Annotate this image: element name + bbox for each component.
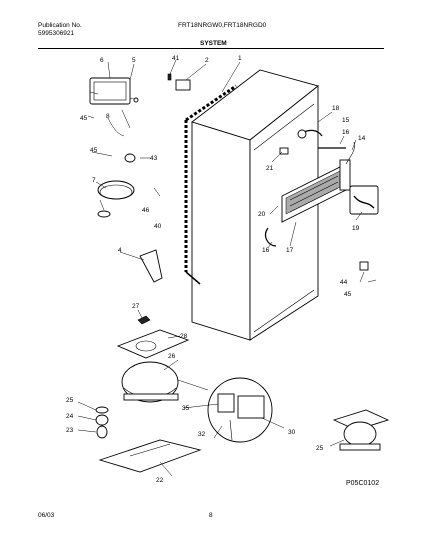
leader-lines [77, 59, 365, 477]
page-number: 8 [209, 512, 213, 519]
control-housing [89, 77, 139, 137]
callout-46: 46 [142, 207, 150, 214]
compressor-base [98, 439, 202, 473]
callout-41: 41 [172, 55, 180, 62]
callout-35: 35 [182, 405, 190, 412]
wire-coil [97, 180, 135, 218]
header-rule [38, 48, 384, 49]
callout-23: 23 [66, 427, 74, 434]
model-numbers: FRT18NRGW0,FRT18NRGD0 [178, 22, 267, 29]
callout-24: 24 [66, 413, 74, 420]
callout-16-top: 16 [342, 129, 350, 136]
evaporator-coil [281, 141, 355, 223]
callout-4: 4 [118, 247, 122, 254]
section-title: SYSTEM [200, 40, 227, 47]
cabinet-condenser-tubing [184, 84, 237, 285]
figure-code: P05C0102 [346, 480, 380, 487]
mounting-hardware [95, 406, 109, 439]
callout-7: 7 [92, 177, 96, 184]
callout-32: 32 [198, 431, 206, 438]
callout-6: 6 [100, 57, 104, 64]
callout-43: 43 [150, 155, 158, 162]
evaporator-tubes [264, 129, 346, 247]
callout-25-right: 25 [316, 445, 324, 452]
callout-29: 26 [168, 353, 176, 360]
callout-21: 21 [266, 165, 274, 172]
callout-45-right: 45 [344, 291, 352, 298]
drain-pan [116, 329, 190, 359]
screw [167, 73, 172, 81]
callout-14: 14 [358, 135, 366, 142]
footer-date: 06/03 [38, 512, 55, 519]
callout-45-top: 45 [80, 115, 88, 122]
grommet [137, 315, 151, 325]
callout-20: 20 [258, 211, 266, 218]
callout-2: 2 [205, 57, 209, 64]
callout-28: 28 [180, 333, 188, 340]
callout-44: 44 [340, 279, 348, 286]
callout-5: 5 [132, 57, 136, 64]
callout-8: 8 [106, 113, 110, 120]
callout-30: 30 [288, 429, 296, 436]
callout-27: 27 [132, 303, 140, 310]
sensor [124, 153, 136, 163]
publication-number: 5995306921 [38, 30, 75, 37]
clip [175, 79, 191, 91]
relay-detail [177, 377, 273, 443]
heater [349, 185, 379, 215]
bracket [139, 249, 163, 283]
callout-25: 25 [66, 397, 74, 404]
compressor-assembly-alt [332, 409, 390, 451]
callout-18: 18 [332, 105, 340, 112]
drain-parts [359, 261, 377, 283]
callout-22: 22 [156, 477, 164, 484]
publication-label: Publication No. [38, 22, 82, 29]
callout-19: 19 [352, 225, 360, 232]
callout-16: 16 [262, 247, 270, 254]
callout-1: 1 [238, 55, 242, 62]
callout-45-mid: 45 [90, 147, 98, 154]
callout-15: 15 [342, 117, 350, 124]
callout-labels: 1 2 41 5 6 45 8 45 43 7 46 40 18 15 16 1… [66, 55, 366, 484]
compressor [121, 361, 179, 403]
callout-17: 17 [286, 247, 294, 254]
callout-40: 40 [154, 223, 162, 230]
